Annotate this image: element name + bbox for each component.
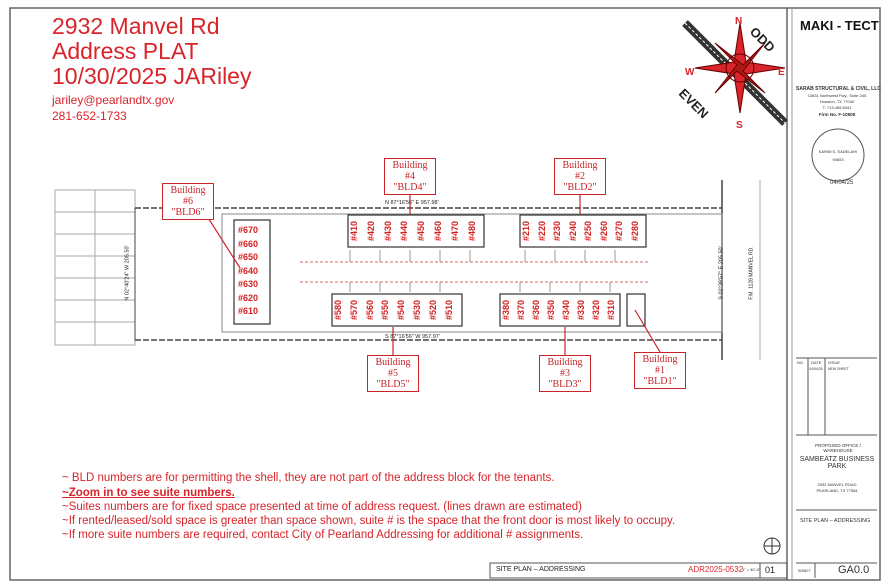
- sheet-title: SITE PLAN – ADDRESSING: [800, 518, 871, 524]
- suite-number: #630: [238, 279, 259, 289]
- survey-bottom-bearing: S 87°16'56" W 957.97': [385, 334, 440, 340]
- suite-number: #520: [427, 299, 438, 321]
- suite-number: #470: [449, 220, 460, 242]
- suite-number: #350: [546, 299, 557, 321]
- callout-building-1: Building #1"BLD1": [634, 352, 686, 389]
- survey-left-bearing: N 02°40'24" W 205.50': [124, 245, 131, 301]
- suite-number: #610: [238, 306, 259, 316]
- suite-number: #440: [399, 220, 410, 242]
- note-5: ~If more suite numbers are required, con…: [62, 529, 584, 541]
- survey-right-bearing: S 02°39'57" E 205.50': [718, 246, 725, 300]
- note-2: ~Zoom in to see suite numbers.: [62, 487, 235, 499]
- suite-number: #220: [536, 220, 547, 242]
- rev-header-no: NO.: [797, 360, 805, 365]
- case-number: ADR2025-0532: [688, 565, 744, 574]
- architect-logo: MAKI - TECT: [800, 18, 879, 33]
- note-4: ~If rented/leased/sold space is greater …: [62, 515, 676, 527]
- compass-w: W: [685, 67, 695, 78]
- rev-header-issue: ISSUE: [828, 360, 841, 365]
- suite-number: #360: [531, 299, 542, 321]
- road-label: F.M. 1128 MANVEL RD.: [748, 246, 755, 300]
- suite-number: #570: [348, 299, 359, 321]
- callout-building-2: Building #2"BLD2": [554, 158, 606, 195]
- suite-number: #460: [433, 220, 444, 242]
- suite-number: #370: [516, 299, 527, 321]
- compass-n: N: [735, 16, 743, 27]
- note-3: ~Suites numbers are for fixed space pres…: [62, 501, 582, 513]
- project-address-1: 2932 MANVEL ROAD: [817, 482, 857, 487]
- suite-number: #240: [567, 220, 578, 242]
- engineer-phone: T: 713.465.5541: [822, 105, 852, 110]
- sheet-number: GA0.0: [838, 564, 870, 576]
- suite-number: #450: [416, 220, 427, 242]
- engineer-address-2: Houston, TX 77040: [819, 99, 855, 104]
- project-address-2: PEARLAND, TX 77584: [816, 488, 858, 493]
- suite-number: #430: [382, 220, 393, 242]
- project-type: PROPOSED OFFICE / WAREHOUSE: [815, 443, 861, 453]
- drawing-scale: 1" = 40'-0": [742, 567, 761, 572]
- suite-number: #480: [466, 220, 477, 242]
- suite-number: #210: [521, 220, 532, 242]
- survey-top-bearing: N 87°16'56" E 957.98': [385, 200, 439, 206]
- suite-number: #650: [238, 252, 259, 262]
- rev-date: 04/04/25: [809, 367, 823, 371]
- suite-number: #250: [583, 220, 594, 242]
- callout-building-6: Building #6"BLD6": [162, 183, 214, 220]
- firm-number: Firm No. F-10808: [818, 112, 856, 117]
- engineer-name: SARAB STRUCTURAL & CIVIL, LLC: [796, 86, 881, 92]
- job-number: W0827: [798, 568, 811, 573]
- suite-number: #320: [591, 299, 602, 321]
- suite-number: #530: [412, 299, 423, 321]
- suite-number: #420: [365, 220, 376, 242]
- seal-date: 04/04/25: [830, 180, 854, 186]
- compass-s: S: [736, 120, 743, 131]
- suite-number: #270: [614, 220, 625, 242]
- contact-email[interactable]: jariley@pearlandtx.gov: [52, 93, 175, 107]
- suite-number: #640: [238, 265, 259, 276]
- plat-address: 2932 Manvel Rd: [52, 13, 220, 39]
- suite-number: #510: [443, 299, 454, 321]
- suite-number: #280: [629, 220, 640, 242]
- suite-number: #620: [238, 292, 259, 303]
- suite-number: #330: [576, 299, 587, 321]
- detail-number: 01: [765, 565, 776, 575]
- compass-e: E: [778, 67, 785, 78]
- seal-name: KARIM S. SADELAHI: [818, 149, 858, 154]
- suite-number: #260: [598, 220, 609, 242]
- plat-date-author: 10/30/2025 JARiley: [52, 63, 252, 89]
- suite-number: #310: [606, 299, 617, 321]
- suite-number: #670: [238, 225, 259, 235]
- suite-number: #340: [561, 299, 572, 321]
- suite-number: #580: [333, 299, 344, 321]
- callout-building-5: Building #5"BLD5": [367, 355, 419, 392]
- project-name: SAMBEATZ BUSINESS PARK: [799, 456, 875, 470]
- callout-building-3: Building #3"BLD3": [539, 355, 591, 392]
- contact-phone: 281-652-1733: [52, 109, 127, 123]
- suite-number: #540: [396, 299, 407, 321]
- suite-number: #380: [501, 299, 512, 321]
- engineer-address-1: 13831 Northwest Fwy., Suite 245: [807, 93, 867, 98]
- callout-building-4: Building #4"BLD4": [384, 158, 436, 195]
- suite-number: #550: [380, 299, 391, 321]
- seal-number: 94653: [832, 157, 844, 162]
- rev-issue: NEW SHEET: [828, 367, 849, 371]
- plat-title: Address PLAT: [52, 38, 199, 64]
- rev-header-date: DATE: [811, 360, 822, 365]
- note-1: ~ BLD numbers are for permitting the she…: [62, 472, 555, 484]
- suite-number: #660: [238, 238, 259, 249]
- suite-number: #560: [364, 299, 375, 321]
- suite-number: #230: [552, 220, 563, 242]
- footer-title: SITE PLAN – ADDRESSING: [496, 566, 586, 573]
- suite-number: #410: [349, 220, 360, 242]
